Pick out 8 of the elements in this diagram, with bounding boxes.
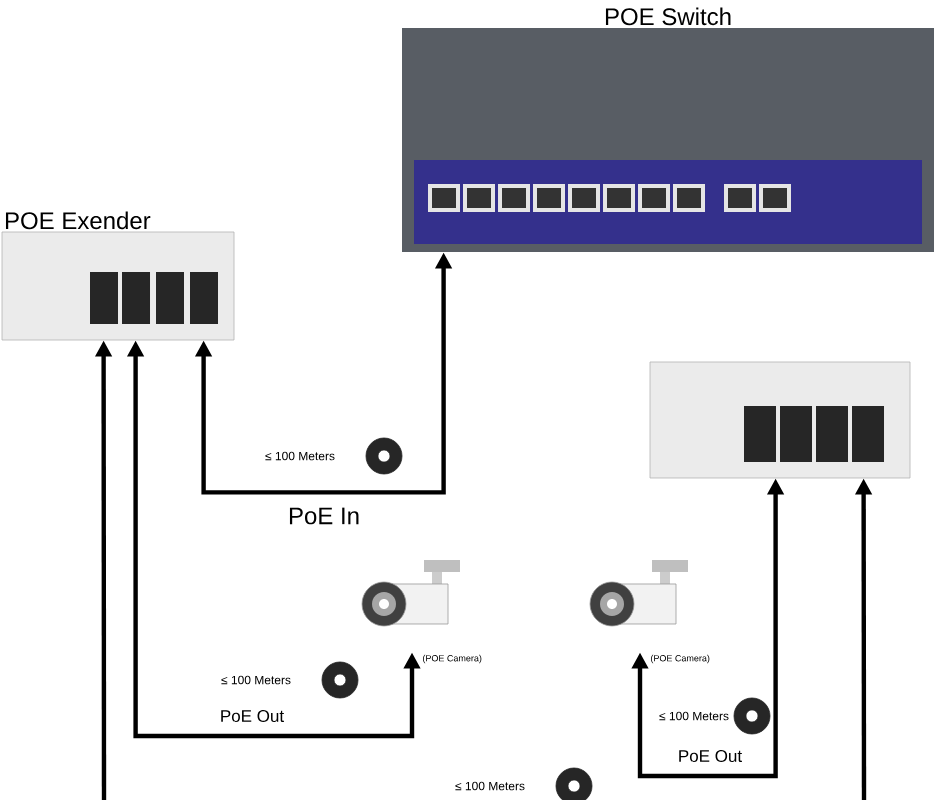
node-label: POE Exender bbox=[5, 211, 151, 230]
switch-drawing: POE Switch bbox=[402, 7, 934, 252]
poe-extender-drawing: POE Exender bbox=[1, 211, 235, 341]
edge-label: PoE Out bbox=[217, 708, 287, 724]
poe-extender-drawing bbox=[649, 361, 911, 479]
edge-label: PoE In bbox=[286, 505, 362, 527]
node-label: POE Switch bbox=[605, 7, 731, 26]
edge-label: PoE Out bbox=[675, 748, 745, 764]
